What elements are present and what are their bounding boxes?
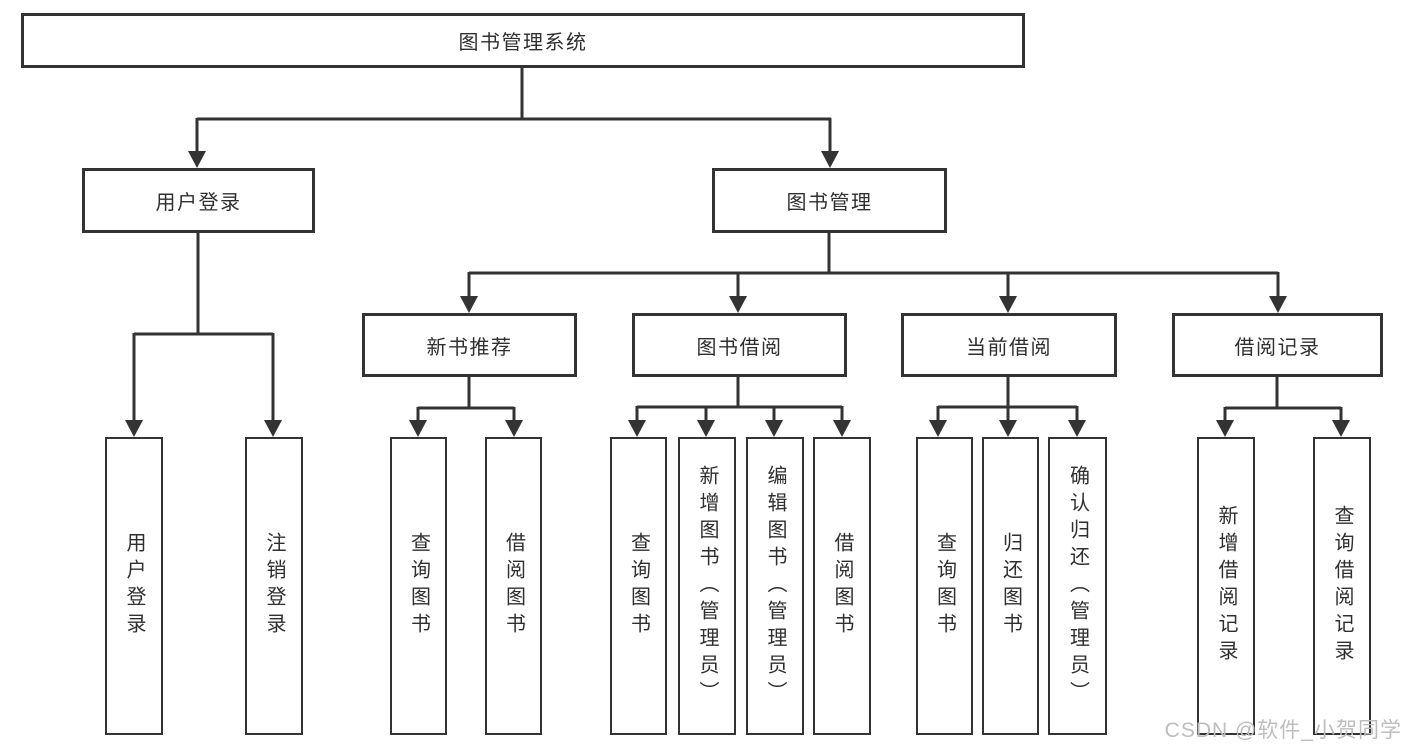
- leaf-query-books-current: 查询图书: [916, 437, 973, 735]
- csdn-watermark: CSDN @软件_小贺同学: [1164, 719, 1402, 742]
- node-book-management: 图书管理: [712, 168, 947, 233]
- node-user-login: 用户登录: [82, 168, 315, 233]
- node-label: 查询图书: [627, 532, 650, 640]
- node-borrowing-records: 借阅记录: [1172, 313, 1383, 377]
- node-library-management-system: 图书管理系统: [21, 13, 1025, 68]
- node-label: 查询图书: [933, 532, 956, 640]
- arrowhead-icons: [125, 151, 1350, 437]
- node-label: 图书借阅: [696, 336, 783, 359]
- node-label: 图书管理系统: [458, 32, 588, 54]
- leaf-return-books: 归还图书: [982, 437, 1039, 735]
- node-current-borrowing: 当前借阅: [901, 313, 1117, 377]
- node-label: 注销登录: [263, 532, 285, 640]
- leaf-borrow-books: 借阅图书: [813, 437, 871, 735]
- node-book-borrowing: 图书借阅: [632, 313, 847, 377]
- node-label: 借阅记录: [1234, 336, 1321, 359]
- leaf-edit-books-admin: 编辑图书（管理员）: [746, 437, 804, 735]
- node-label: 新书推荐: [426, 336, 513, 359]
- node-label: 编辑图书（管理员）: [764, 464, 786, 708]
- leaf-borrow-books-recommend: 借阅图书: [485, 437, 542, 735]
- leaf-query-books-borrow: 查询图书: [610, 437, 667, 735]
- leaf-logout: 注销登录: [245, 437, 303, 735]
- node-label: 查询借阅记录: [1331, 505, 1353, 667]
- node-new-book-recommendation: 新书推荐: [362, 313, 577, 377]
- node-label: 用户登录: [123, 532, 145, 640]
- node-label: 新增图书（管理员）: [696, 464, 718, 708]
- node-label: 查询图书: [407, 532, 430, 640]
- node-label: 新增借阅记录: [1215, 505, 1237, 667]
- leaf-user-login: 用户登录: [105, 437, 163, 735]
- leaf-add-books-admin: 新增图书（管理员）: [678, 437, 736, 735]
- leaf-query-borrow-record: 查询借阅记录: [1313, 437, 1371, 735]
- leaf-add-borrow-record: 新增借阅记录: [1197, 437, 1255, 735]
- node-label: 借阅图书: [831, 532, 853, 640]
- node-label: 用户登录: [155, 192, 242, 214]
- leaf-confirm-return-admin: 确认归还（管理员）: [1048, 437, 1107, 735]
- leaf-query-books-recommend: 查询图书: [390, 437, 447, 735]
- node-label: 确认归还（管理员）: [1066, 464, 1089, 708]
- node-label: 归还图书: [999, 532, 1022, 640]
- node-label: 图书管理: [786, 192, 873, 214]
- node-label: 借阅图书: [502, 532, 525, 640]
- node-label: 当前借阅: [966, 336, 1052, 359]
